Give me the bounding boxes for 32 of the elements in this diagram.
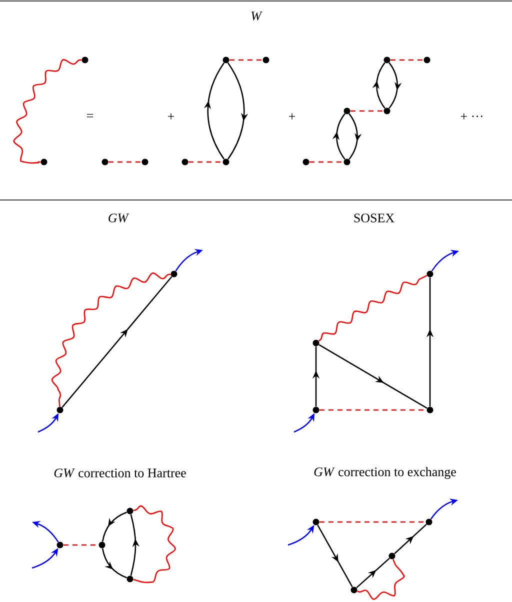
arrow — [356, 558, 390, 588]
wavy-line — [318, 274, 428, 342]
arrow — [348, 113, 362, 160]
arrow — [204, 62, 225, 160]
arrow — [318, 344, 428, 409]
dashed-line — [319, 521, 426, 523]
arrow — [394, 524, 427, 554]
arrow — [372, 62, 386, 109]
dashed-line — [350, 110, 384, 112]
panel-title: W — [251, 12, 262, 20]
panel-title: GW correction to exchange — [314, 467, 456, 479]
panel-title: GW — [108, 214, 130, 222]
dashed-line — [309, 161, 344, 163]
dashed-line — [229, 59, 263, 61]
plus-sign: + — [288, 113, 296, 120]
dashed-line — [390, 59, 424, 61]
arrow — [102, 548, 128, 578]
arrow — [388, 62, 402, 109]
wavy-line — [357, 559, 405, 600]
wavy-line — [133, 505, 176, 584]
plus-ellipsis: + ··· — [460, 113, 482, 120]
dashed-line — [188, 161, 223, 163]
arrow — [317, 524, 353, 588]
arrow — [102, 512, 128, 542]
arrow — [332, 113, 346, 160]
arrow — [227, 62, 248, 160]
plus-sign: + — [168, 113, 174, 120]
wavy-line — [13, 59, 82, 164]
panel-title: SOSEX — [354, 214, 394, 222]
equals-sign: = — [86, 114, 94, 118]
dashed-line — [108, 161, 142, 163]
panel-title: GW correction to Hartree — [54, 468, 186, 478]
